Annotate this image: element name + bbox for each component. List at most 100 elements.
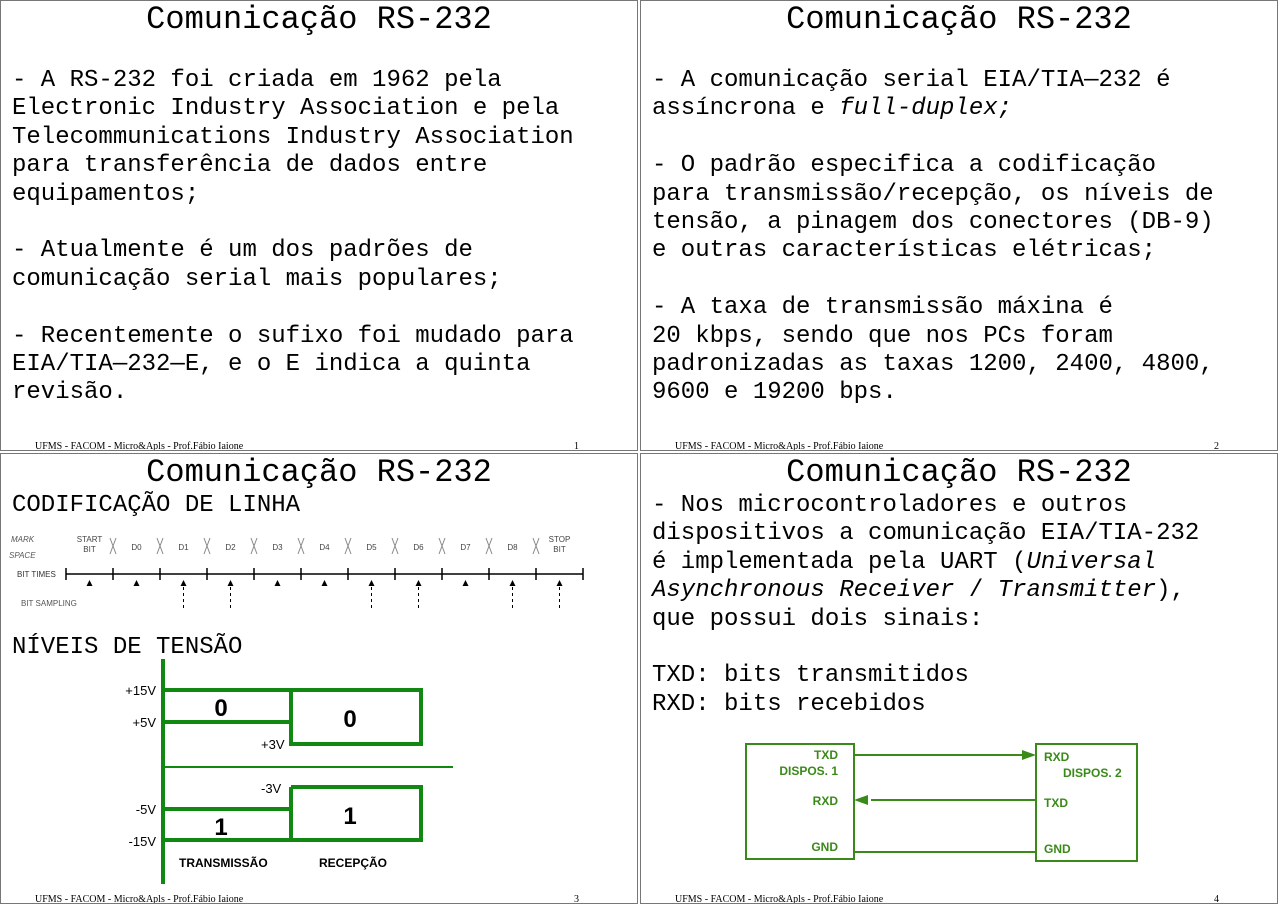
transition-mark	[485, 537, 493, 555]
sample-arrow	[321, 580, 328, 586]
text-line: - A taxa de transmissão máxina é	[652, 294, 1113, 322]
uart-connection-diagram: TXD DISPOS. 1 RXD GND RXD DISPOS. 2 TXD …	[745, 743, 1138, 862]
text-line: dispositivos a comunicação EIA/TIA-232	[652, 520, 1200, 548]
text-line: e outras características elétricas;	[652, 237, 1157, 265]
text: ),	[1156, 577, 1185, 605]
device-2-label: DISPOS. 2	[1063, 766, 1122, 780]
text-line: - Atualmente é um dos padrões de	[12, 237, 473, 265]
bit-label: D4	[319, 543, 330, 552]
slide-title: Comunicação RS-232	[146, 1, 492, 38]
transition-mark	[203, 537, 211, 555]
bit-label: D2	[225, 543, 236, 552]
text-line: ​	[12, 209, 574, 237]
bit-sampling-label: BIT SAMPLING	[21, 599, 77, 608]
sample-arrow	[180, 580, 187, 586]
page-number: 4	[1214, 894, 1219, 904]
page-number: 2	[1214, 441, 1219, 451]
bit-label: STOP	[549, 535, 571, 544]
gnd-label: GND	[1044, 842, 1071, 856]
reception-label: RECEPÇÃO	[319, 855, 387, 870]
text-line: Telecommunications Industry Association	[12, 123, 574, 151]
transition-mark	[438, 537, 446, 555]
text-line: para transmissão/recepção, os níveis de	[652, 180, 1214, 208]
text-italic: Transmitter	[997, 577, 1157, 605]
transition-mark	[532, 537, 540, 555]
text-italic: full-duplex;	[839, 95, 1013, 123]
sample-arrow	[509, 580, 516, 586]
footer: UFMS - FACOM - Micro&Apls - Prof.Fábio I…	[35, 441, 244, 451]
text-line: - A comunicação serial EIA/TIA—232 é	[652, 67, 1171, 94]
mark-label: MARK	[11, 535, 35, 544]
level-label: -5V	[136, 802, 157, 817]
rxd-label: RXD	[1044, 750, 1070, 764]
text-line: TXD: bits transmitidos	[652, 662, 969, 690]
slide-3: Comunicação RS-232 CODIFICAÇÃO DE LINHA …	[0, 453, 638, 904]
sample-arrow	[462, 580, 469, 586]
txd-label: TXD	[814, 748, 838, 762]
page-number: 1	[574, 441, 579, 451]
text-line: Electronic Industry Association e pela	[12, 95, 560, 123]
device-1-label: DISPOS. 1	[779, 764, 838, 778]
bit-label: D5	[366, 543, 377, 552]
sample-arrow	[227, 580, 234, 586]
text-line: - O padrão especifica a codificação	[652, 152, 1157, 180]
footer: UFMS - FACOM - Micro&Apls - Prof.Fábio I…	[35, 894, 244, 904]
level-label: +5V	[133, 715, 157, 730]
bit-label: D8	[507, 543, 518, 552]
voltage-levels-diagram: +15V +5V +3V -3V -5V -15V 0 0 1 1 TRANSM…	[125, 659, 453, 884]
bit-label: D0	[131, 543, 142, 552]
sample-arrow	[133, 580, 140, 586]
rxd-label: RXD	[813, 794, 839, 808]
transition-mark	[391, 537, 399, 555]
bit-label: START	[77, 535, 103, 544]
bit-label: D3	[272, 543, 283, 552]
text-line: EIA/TIA—232—E, e o E indica a quinta	[12, 350, 531, 378]
bit-times-label: BIT TIMES	[17, 570, 56, 579]
page-number: 3	[574, 894, 579, 904]
footer: UFMS - FACOM - Micro&Apls - Prof.Fábio I…	[675, 441, 884, 451]
slide-2: Comunicação RS-232 - A comunicação seria…	[640, 0, 1278, 451]
sample-arrow	[556, 580, 563, 586]
bit-label: D1	[178, 543, 189, 552]
txd-label: TXD	[1044, 796, 1068, 810]
text-line: ​	[652, 266, 1214, 294]
transmission-label: TRANSMISSÃO	[179, 855, 268, 870]
transition-mark	[156, 537, 164, 555]
sample-arrow	[368, 580, 375, 586]
device-1-box	[745, 743, 855, 860]
text-line: 9600 e 19200 bps.	[652, 379, 897, 407]
transition-mark	[344, 537, 352, 555]
sample-arrow	[274, 580, 281, 586]
text-line: para transferência de dados entre	[12, 152, 488, 180]
bit-label: BIT	[553, 545, 566, 554]
section-heading: CODIFICAÇÃO DE LINHA	[12, 492, 301, 519]
level-label: -3V	[261, 781, 282, 796]
line-coding-diagram: MARK SPACE BIT TIMES BIT SAMPLING STARTB…	[9, 535, 584, 884]
section-heading: NÍVEIS DE TENSÃO	[12, 634, 243, 661]
bit-value: 0	[343, 706, 356, 733]
slide-title: Comunicação RS-232	[786, 1, 1132, 38]
text-line: equipamentos;	[12, 180, 200, 208]
slide-title: Comunicação RS-232	[786, 454, 1132, 491]
transition-mark	[109, 537, 117, 555]
text-line: RXD: bits recebidos	[652, 690, 926, 718]
level-label: +3V	[261, 737, 285, 752]
text-line: padronizadas as taxas 1200, 2400, 4800,	[652, 350, 1214, 378]
text: assíncrona e	[652, 95, 840, 123]
slide-4: Comunicação RS-232 - Nos microcontrolado…	[640, 453, 1278, 904]
text-line: - Nos microcontroladores e outros	[652, 492, 1128, 519]
transition-mark	[297, 537, 305, 555]
device-2-box	[1035, 743, 1138, 862]
text-line: comunicação serial mais populares;	[12, 265, 502, 293]
text-line: 20 kbps, sendo que nos PCs foram	[652, 322, 1113, 350]
text-line: ​	[12, 294, 574, 322]
bit-label: BIT	[83, 545, 96, 554]
text-italic: Asynchronous Receiver	[652, 577, 955, 605]
text-line: - Recentemente o sufixo foi mudado para	[12, 322, 574, 350]
bit-value: 1	[343, 803, 356, 830]
bit-value: 1	[214, 814, 227, 841]
text-line: ​	[652, 124, 1214, 152]
